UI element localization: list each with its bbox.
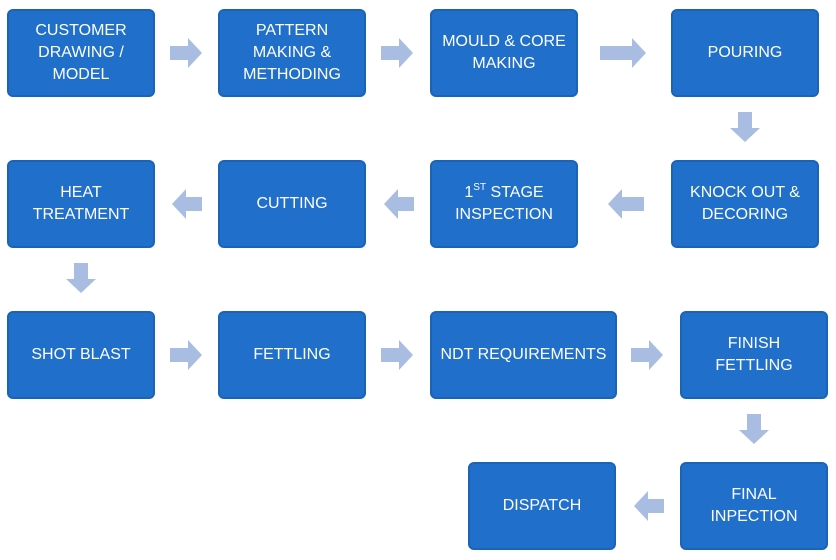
arrow-down-icon	[739, 414, 769, 444]
step-customer-drawing-line2: DRAWING /	[38, 44, 124, 61]
step-first-stage-line2: INSPECTION	[455, 206, 553, 223]
arrow-left-icon	[634, 491, 664, 521]
step-first-stage-rest: STAGE	[486, 184, 544, 201]
arrow-right-icon	[631, 340, 663, 370]
step-pattern-making-line1: PATTERN	[255, 22, 329, 39]
step-knock-out-decoring: KNOCK OUT & DECORING	[671, 160, 819, 248]
step-final-inspection-line2: INPECTION	[710, 508, 798, 525]
arrow-right-icon	[170, 340, 202, 370]
arrow-right-icon	[381, 38, 413, 68]
step-pouring: POURING	[671, 9, 819, 97]
step-pattern-making: PATTERN MAKING & METHODING	[218, 9, 366, 97]
arrow-right-icon	[381, 340, 413, 370]
arrow-left-icon	[608, 189, 644, 219]
step-finish-fettling-line1: FINISH	[727, 335, 781, 352]
step-pouring-line1: POURING	[707, 44, 783, 61]
step-heat-treatment-line1: HEAT	[60, 184, 102, 201]
step-mould-core-line1: MOULD & CORE	[442, 33, 566, 50]
step-heat-treatment-line2: TREATMENT	[32, 206, 130, 223]
step-shot-blast-line1: SHOT BLAST	[31, 346, 131, 363]
step-final-inspection-line1: FINAL	[731, 486, 777, 503]
step-customer-drawing-line1: CUSTOMER	[35, 22, 127, 39]
step-customer-drawing: CUSTOMER DRAWING / MODEL	[7, 9, 155, 97]
step-dispatch: DISPATCH	[468, 462, 616, 550]
arrow-left-icon	[172, 189, 202, 219]
step-cutting-line1: CUTTING	[256, 195, 328, 212]
step-fettling: FETTLING	[218, 311, 366, 399]
arrow-down-icon	[730, 112, 760, 142]
step-knock-out-line2: DECORING	[701, 206, 789, 223]
step-mould-core-making: MOULD & CORE MAKING	[430, 9, 578, 97]
step-pattern-making-line3: METHODING	[243, 66, 341, 83]
step-dispatch-line1: DISPATCH	[502, 497, 582, 514]
step-customer-drawing-line3: MODEL	[52, 66, 110, 83]
step-ndt-requirements: NDT REQUIREMENTS	[430, 311, 617, 399]
step-first-stage-line1: 1ST STAGE	[455, 182, 553, 204]
step-cutting: CUTTING	[218, 160, 366, 248]
step-first-stage-superscript: ST	[473, 181, 487, 193]
step-ndt-line1: NDT REQUIREMENTS	[440, 346, 607, 363]
step-knock-out-line1: KNOCK OUT &	[690, 184, 800, 201]
arrow-down-icon	[66, 263, 96, 293]
step-mould-core-line2: MAKING	[472, 55, 536, 72]
step-heat-treatment: HEAT TREATMENT	[7, 160, 155, 248]
step-fettling-line1: FETTLING	[253, 346, 331, 363]
arrow-left-icon	[384, 189, 414, 219]
arrow-right-icon	[170, 38, 202, 68]
step-final-inspection: FINAL INPECTION	[680, 462, 828, 550]
step-shot-blast: SHOT BLAST	[7, 311, 155, 399]
step-first-stage-inspection: 1ST STAGE INSPECTION	[430, 160, 578, 248]
step-pattern-making-line2: MAKING &	[252, 44, 332, 61]
arrow-right-icon	[600, 38, 646, 68]
step-finish-fettling: FINISH FETTLING	[680, 311, 828, 399]
step-finish-fettling-line2: FETTLING	[715, 357, 793, 374]
step-first-stage-ordinal: 1	[464, 184, 474, 201]
